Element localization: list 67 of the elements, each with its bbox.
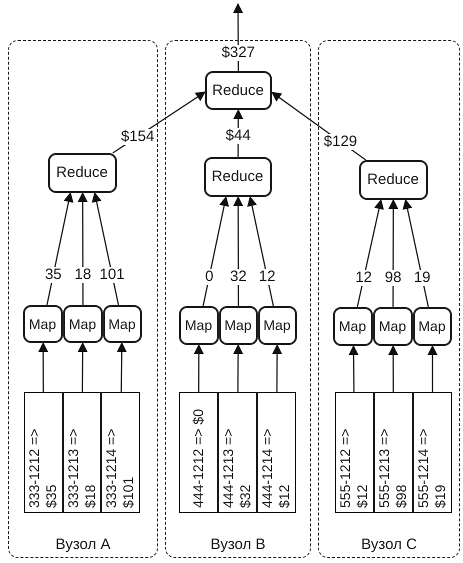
record-cell bbox=[334, 392, 374, 512]
edge-label: 12 bbox=[354, 270, 374, 286]
record-text: 444-1213 => $32 bbox=[220, 427, 254, 508]
edge-label: 98 bbox=[384, 270, 402, 286]
node-group-frame bbox=[8, 40, 158, 558]
process-box: Map bbox=[22, 304, 62, 342]
group-title: Вузол B bbox=[210, 536, 266, 553]
node-group-frame bbox=[165, 40, 311, 558]
arrow bbox=[78, 192, 88, 305]
edge-label: 35 bbox=[44, 266, 63, 283]
arrow bbox=[233, 344, 244, 392]
arrow bbox=[194, 344, 204, 392]
record-text: 333-1213 => $18 bbox=[64, 427, 98, 508]
record-cell bbox=[62, 392, 100, 512]
edge-label: 101 bbox=[98, 266, 126, 283]
group-title: Вузол C bbox=[361, 536, 417, 553]
record-text: 444-1212 => $0 bbox=[190, 408, 206, 508]
process-box: Reduce bbox=[204, 70, 272, 110]
process-box: Map bbox=[218, 306, 258, 344]
arrow bbox=[272, 344, 282, 392]
edge-label: 12 bbox=[258, 268, 276, 285]
arrow bbox=[38, 342, 48, 392]
process-box: Map bbox=[372, 306, 412, 346]
arrow bbox=[356, 199, 384, 308]
arrow bbox=[247, 196, 274, 306]
edge-label: 32 bbox=[229, 268, 248, 285]
process-box: Map bbox=[258, 306, 296, 344]
record-cell bbox=[256, 392, 296, 512]
process-box: Map bbox=[178, 306, 218, 344]
arrow bbox=[388, 345, 398, 392]
arrow bbox=[78, 342, 88, 392]
edge-label: $129 bbox=[322, 134, 358, 150]
record-text: 444-1214 => $12 bbox=[259, 427, 293, 508]
process-box: Reduce bbox=[204, 156, 272, 196]
edge-label: $154 bbox=[120, 128, 156, 145]
process-box: Map bbox=[102, 304, 142, 342]
record-cell bbox=[24, 392, 62, 512]
record-cell bbox=[374, 392, 412, 512]
arrow bbox=[402, 199, 429, 308]
process-box: Reduce bbox=[48, 152, 116, 192]
record-text: 555-1213 => $98 bbox=[376, 427, 410, 508]
edge-label: 0 bbox=[204, 268, 214, 285]
node-group-frame bbox=[318, 40, 460, 558]
record-cell bbox=[100, 392, 140, 512]
arrow bbox=[348, 345, 359, 392]
record-cell bbox=[218, 392, 256, 512]
edge-label: $327 bbox=[220, 44, 256, 61]
arrow bbox=[428, 345, 438, 392]
edge-label: 19 bbox=[412, 270, 432, 286]
process-box: Reduce bbox=[358, 160, 428, 200]
record-cell bbox=[412, 392, 452, 512]
edge-label: $44 bbox=[224, 128, 252, 144]
group-title: Вузол A bbox=[56, 536, 110, 553]
record-text: 555-1214 => $19 bbox=[415, 427, 449, 508]
record-cell bbox=[178, 392, 218, 512]
arrow bbox=[388, 199, 398, 307]
arrow bbox=[46, 192, 74, 306]
process-box: Map bbox=[332, 306, 372, 346]
arrow bbox=[202, 196, 230, 306]
record-text: 333-1212 => $35 bbox=[26, 427, 60, 508]
process-box: Map bbox=[412, 306, 452, 346]
arrow bbox=[233, 196, 244, 306]
arrow bbox=[116, 342, 127, 392]
process-box: Map bbox=[62, 304, 102, 342]
record-text: 333-1214 => $101 bbox=[103, 427, 137, 508]
record-text: 555-1212 => $12 bbox=[337, 427, 371, 508]
edge-label: 18 bbox=[74, 266, 92, 283]
